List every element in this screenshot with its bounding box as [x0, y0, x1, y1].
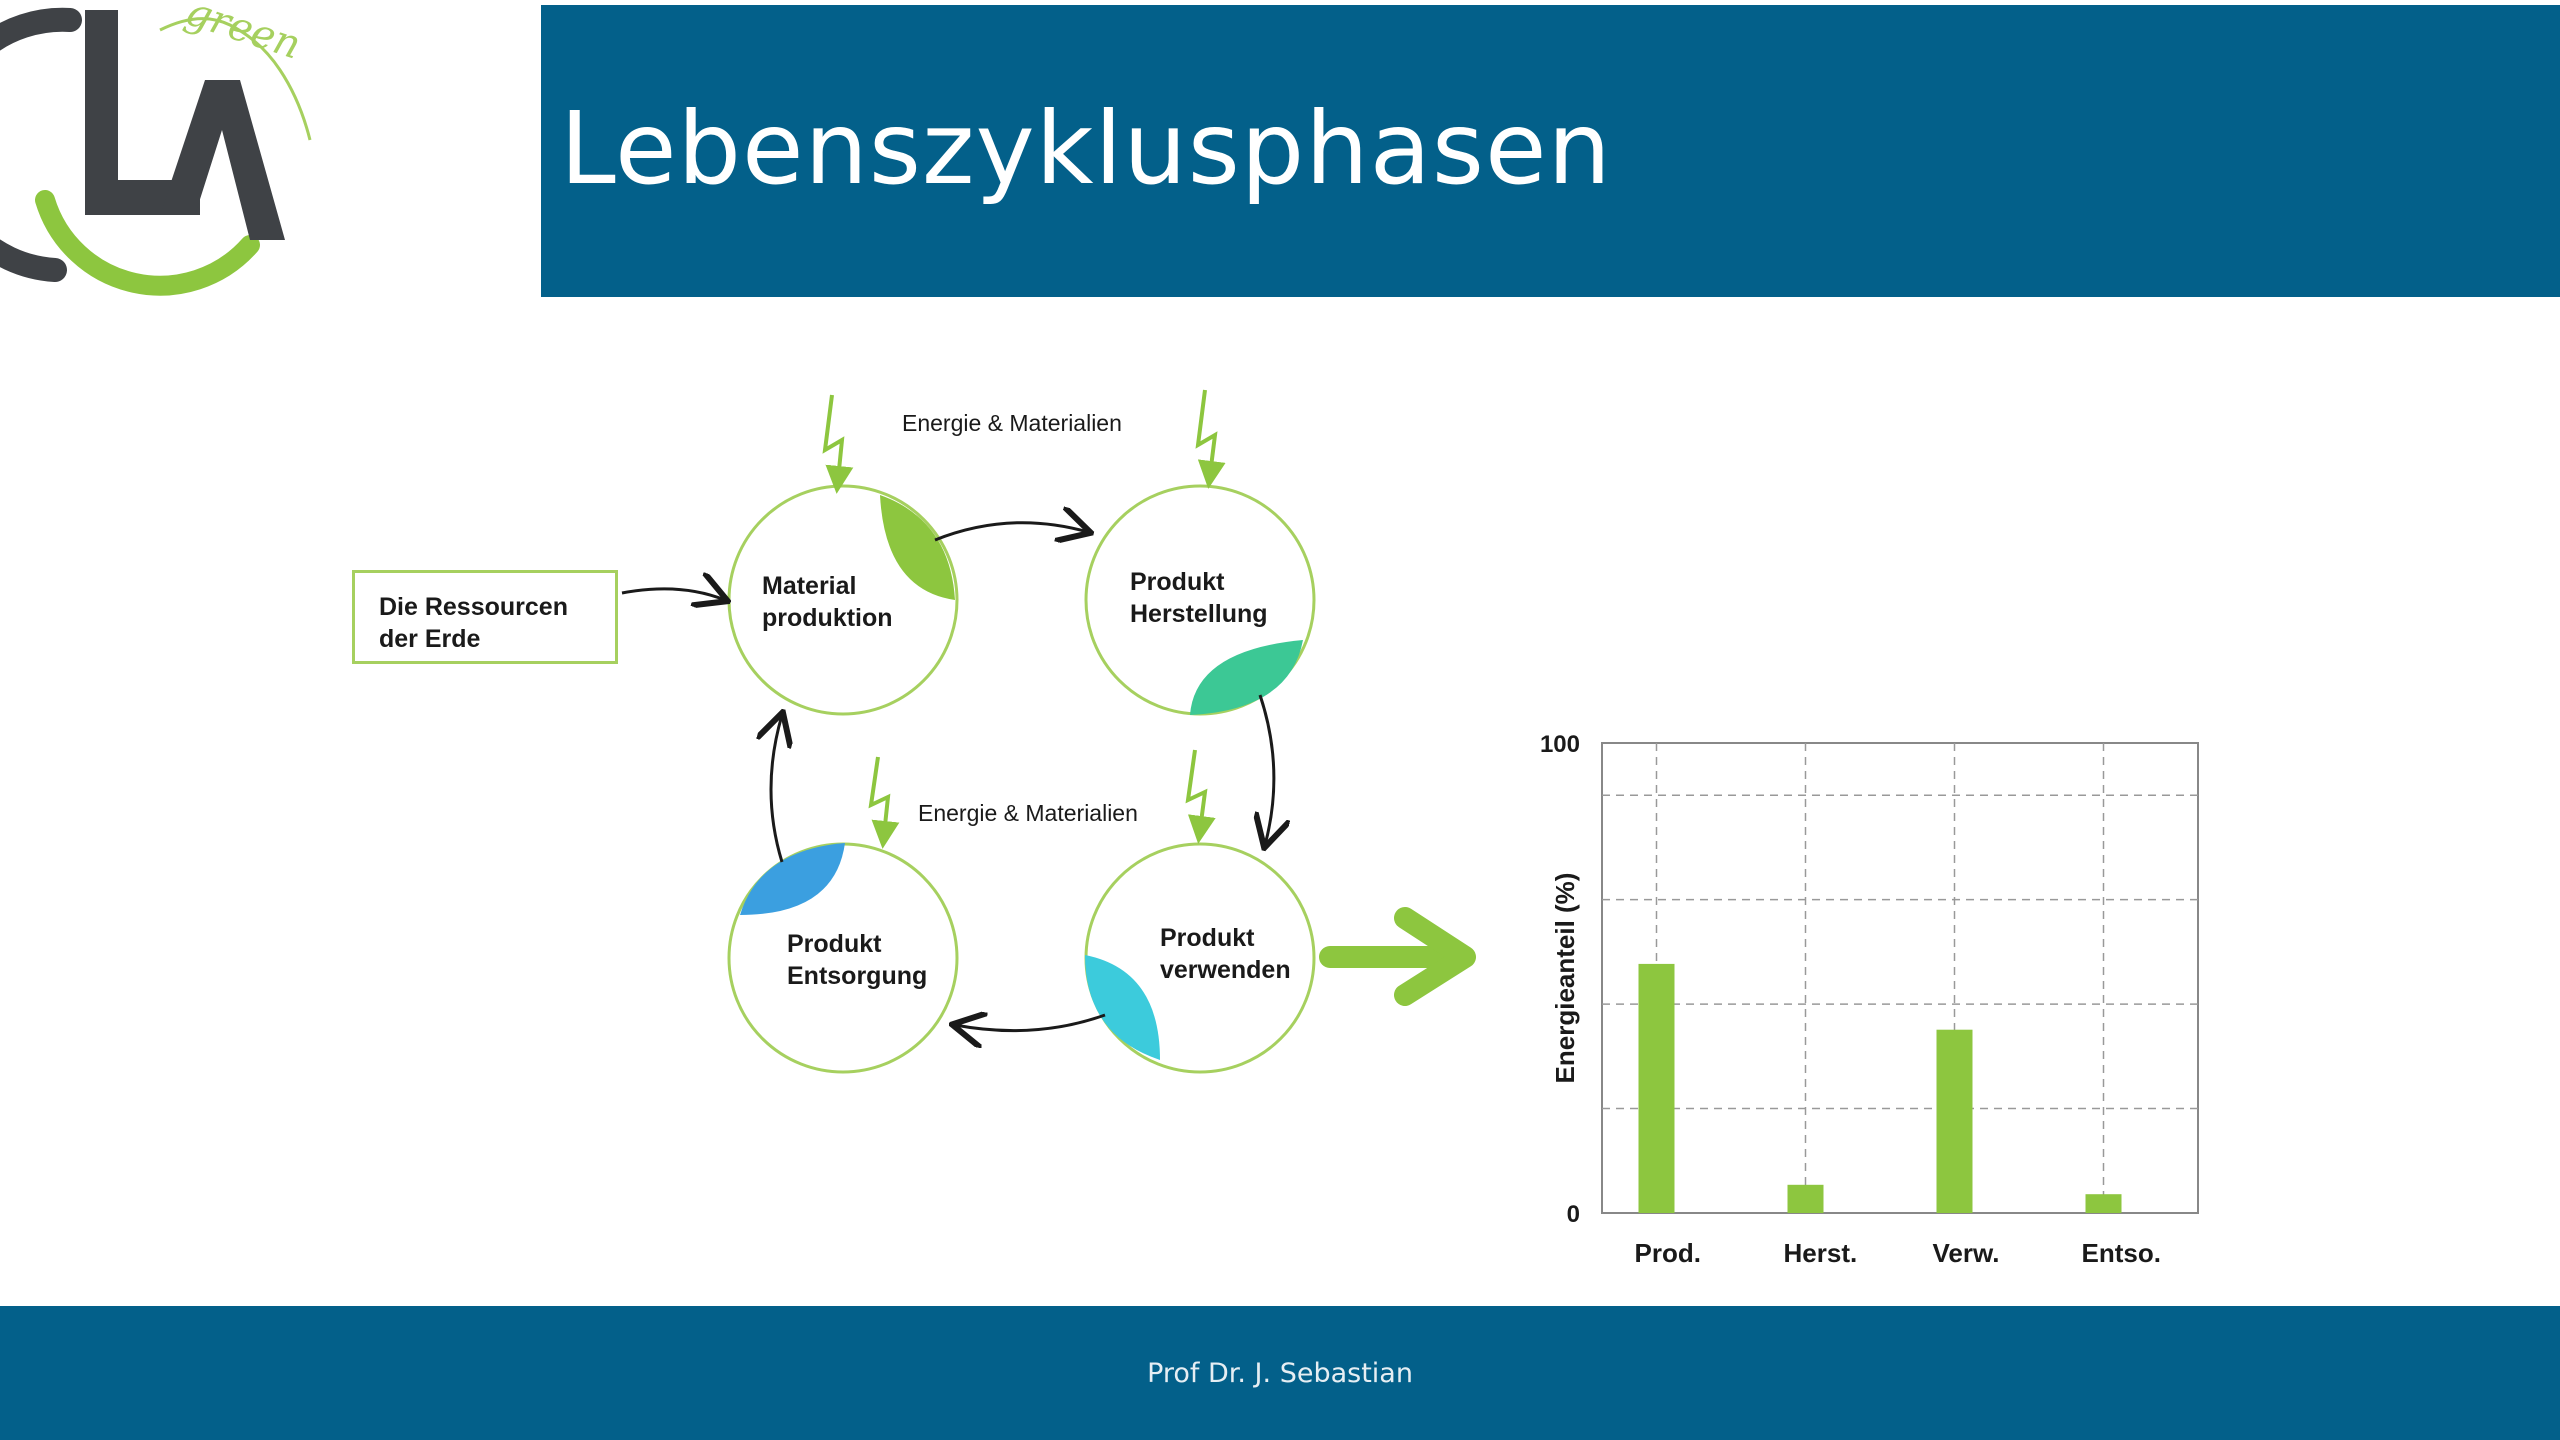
energy-label-middle: Energie & Materialien [918, 800, 1138, 826]
footer-author: Prof Dr. J. Sebastian [1147, 1358, 1413, 1389]
plot-area [1601, 742, 2199, 1214]
slide-title: Lebenszyklusphasen [560, 90, 1612, 207]
y-axis-label: Energieanteil (%) [1550, 873, 1580, 1084]
x-tick-label: Entso. [2082, 1238, 2161, 1268]
logo-letter-a [160, 80, 285, 240]
logo-ring-green [35, 190, 260, 296]
source-box-label: Die Ressourcen der Erde [379, 593, 568, 653]
x-tick-label: Prod. [1635, 1238, 1701, 1268]
y-tick-label: 100 [1540, 731, 1580, 758]
phase-label-material: Material produktion [762, 572, 893, 632]
lightning-icon-herstellung [1195, 389, 1226, 489]
leaf-herstellung [1190, 640, 1303, 715]
energy-label-top: Energie & Materialien [902, 410, 1122, 436]
arrow-verwenden-to-entsorgung [955, 1015, 1106, 1031]
phase-label-verwenden: Produkt verwenden [1160, 924, 1291, 984]
lightning-icon-verwenden [1185, 749, 1216, 844]
arrow-herstellung-to-verwenden [1260, 694, 1274, 845]
source-box-ressourcen: Die Ressourcen der Erde [352, 570, 618, 664]
leaf-material [880, 495, 955, 600]
arrow-ressourcen-to-material [621, 589, 725, 600]
phase-label-herstellung: Produkt Herstellung [1130, 568, 1268, 628]
logo-letter-l [85, 10, 200, 215]
header-bar [541, 5, 2560, 297]
bar-prod [1638, 963, 1675, 1213]
x-tick-label: Verw. [1933, 1238, 2000, 1268]
leaf-verwenden [1085, 955, 1160, 1060]
lightning-icon-entsorgung [868, 756, 900, 849]
bar-herst [1787, 1184, 1824, 1213]
arrow-entsorgung-to-material [771, 715, 782, 863]
logo-ring-dark [0, 7, 82, 282]
logo: green [0, 0, 312, 296]
arrow-material-to-herstellung [934, 523, 1088, 540]
bar-entso [2085, 1194, 2122, 1213]
x-tick-label: Herst. [1784, 1238, 1858, 1268]
phase-label-entsorgung: Produkt Entsorgung [787, 930, 928, 990]
bar-verw [1936, 1029, 1973, 1213]
energy-share-chart: Prod. Herst. Verw. Entso. 0 100Energieanteil … [1540, 731, 2199, 1268]
y-tick-label: 0 [1567, 1201, 1580, 1228]
lifecycle-diagram [621, 389, 1476, 1074]
logo-script-swash [159, 17, 312, 141]
footer-bar [0, 1306, 2560, 1440]
arrow-to-chart-head [1394, 907, 1476, 1006]
lightning-icon-material [822, 394, 854, 494]
leaf-entsorgung [740, 843, 845, 915]
logo-script-text: green [180, 0, 306, 69]
